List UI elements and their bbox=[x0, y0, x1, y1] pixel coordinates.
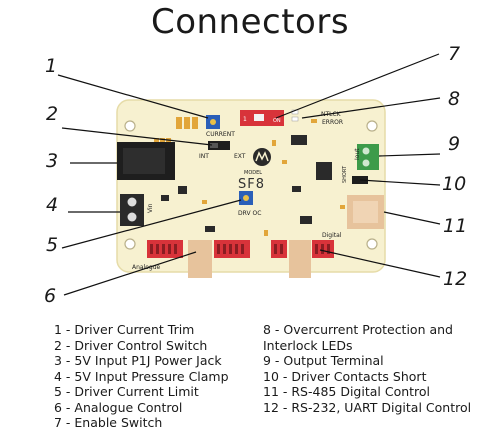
analogue-header-pins bbox=[150, 244, 244, 254]
rs485-connector-inner bbox=[353, 201, 378, 223]
vin-cap bbox=[161, 195, 169, 201]
legend-item: 3 - 5V Input P1J Power Jack bbox=[54, 353, 222, 368]
smd-passives bbox=[202, 140, 345, 236]
silk-int: INT bbox=[199, 153, 209, 160]
enable-switch-lever bbox=[254, 114, 264, 121]
callout-8: 8 bbox=[448, 88, 460, 110]
legend-item: 7 - Enable Switch bbox=[54, 415, 163, 430]
legend-item: 1 - Driver Current Trim bbox=[54, 322, 195, 337]
legend-item: 9 - Output Terminal bbox=[263, 353, 384, 368]
legend-item: 6 - Analogue Control bbox=[54, 399, 183, 415]
silk-current: CURRENT bbox=[206, 131, 235, 138]
analogue-connector bbox=[188, 240, 212, 278]
callout-3: 3 bbox=[46, 150, 58, 172]
callout-12: 12 bbox=[443, 268, 467, 290]
jumper-cap bbox=[210, 143, 218, 148]
silk-drv-oc: DRV OC bbox=[238, 210, 261, 217]
clamp-screw-1 bbox=[127, 197, 137, 207]
silk-vin: Vin bbox=[147, 203, 154, 213]
driver-control-switch bbox=[208, 141, 230, 150]
power-jack-inner bbox=[123, 148, 165, 174]
callout-9: 9 bbox=[448, 133, 460, 155]
callout-4: 4 bbox=[46, 194, 58, 216]
silk-ntlck: NTLCK bbox=[321, 111, 342, 118]
legend-item: 2 - Driver Control Switch bbox=[54, 337, 208, 353]
callout-1: 1 bbox=[45, 55, 57, 77]
terminal-screw-2 bbox=[362, 159, 370, 167]
output-terminal bbox=[357, 144, 379, 170]
legend-item: 10 - Driver Contacts Short bbox=[263, 368, 427, 384]
silk-iout: Iout bbox=[354, 148, 361, 160]
clamp-screw-2 bbox=[127, 212, 137, 222]
callout-10: 10 bbox=[442, 173, 466, 195]
silk-analogue: Analogue bbox=[132, 264, 161, 271]
terminal-screw-1 bbox=[362, 147, 370, 155]
silk-ext: EXT bbox=[234, 153, 246, 160]
limit-trim-screw bbox=[243, 195, 249, 201]
trim-screw bbox=[210, 119, 216, 125]
brand-logo-mark-icon bbox=[255, 151, 269, 162]
legend-item: 4 - 5V Input Pressure Clamp bbox=[54, 368, 229, 384]
legend-right: 8 - Overcurrent Protection and Interlock… bbox=[263, 322, 471, 415]
pcb-board bbox=[116, 99, 386, 273]
callout-2: 2 bbox=[46, 103, 58, 125]
legend-item: Interlock LEDs bbox=[263, 337, 353, 353]
legend-item: 12 - RS-232, UART Digital Control bbox=[263, 399, 472, 415]
callout-5: 5 bbox=[46, 234, 58, 256]
legend-item: 8 - Overcurrent Protection and bbox=[263, 322, 453, 337]
silk-short: SHORT bbox=[342, 165, 348, 183]
mount-holes bbox=[124, 120, 378, 250]
silk-switch-on: ON bbox=[273, 118, 281, 124]
model-name: SF8 bbox=[238, 177, 265, 192]
callout-6: 6 bbox=[44, 285, 56, 307]
model-label: MODEL bbox=[244, 170, 262, 176]
callout-7: 7 bbox=[448, 43, 460, 65]
legend-item: 11 - RS-485 Digital Control bbox=[263, 384, 431, 399]
silk-error: ERROR bbox=[322, 119, 343, 126]
silk-switch-1: 1 bbox=[243, 116, 247, 123]
digital-header-pins bbox=[274, 244, 330, 254]
legend-item: 5 - Driver Current Limit bbox=[54, 384, 199, 399]
legend-left: 1 - Driver Current Trim 2 - Driver Contr… bbox=[54, 322, 229, 431]
digital-connector bbox=[289, 240, 311, 278]
callout-lines bbox=[57, 53, 441, 296]
page-title: Connectors bbox=[150, 2, 350, 42]
callout-numbers: 1 2 3 4 5 6 7 8 9 10 11 12 bbox=[44, 43, 467, 307]
silk-digital: Digital bbox=[322, 232, 342, 239]
callout-11: 11 bbox=[443, 215, 467, 237]
brand-logo-icon bbox=[253, 148, 271, 166]
smd-components bbox=[178, 135, 332, 232]
